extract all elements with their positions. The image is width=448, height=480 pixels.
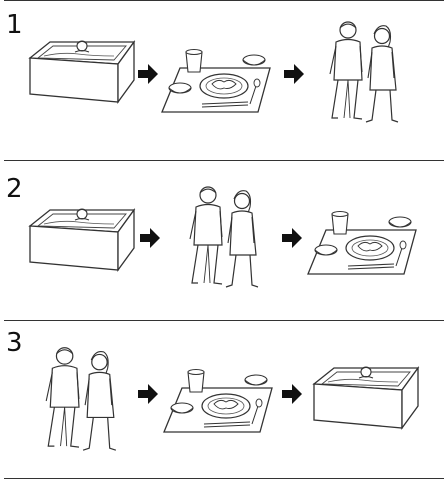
arrow-right-icon: [138, 64, 158, 88]
meal-tray-icon: [304, 200, 420, 278]
bathtub-icon: [306, 356, 426, 436]
arrow-right-icon: [284, 64, 304, 88]
meal-tray-icon: [158, 38, 274, 116]
sequence-row-2: 2: [0, 160, 448, 320]
arrow-right-icon: [140, 228, 160, 252]
bathtub-icon: [22, 198, 142, 278]
row-divider: [4, 160, 444, 161]
arrow-right-icon: [282, 228, 302, 252]
bathtub-icon: [22, 30, 142, 110]
arrow-right-icon: [138, 384, 158, 408]
walking-couple-icon: [182, 178, 264, 298]
sequence-row-1: 1: [0, 0, 448, 160]
arrow-right-icon: [282, 384, 302, 408]
row-number: 3: [6, 328, 23, 358]
sequence-row-3: 3: [0, 320, 448, 480]
row-number: 1: [6, 10, 23, 40]
walking-couple-icon: [38, 338, 122, 462]
row-divider: [4, 478, 444, 479]
walking-couple-icon: [322, 18, 404, 128]
row-number: 2: [6, 174, 23, 204]
meal-tray-icon: [160, 358, 276, 436]
row-divider: [4, 0, 444, 1]
row-divider: [4, 320, 444, 321]
